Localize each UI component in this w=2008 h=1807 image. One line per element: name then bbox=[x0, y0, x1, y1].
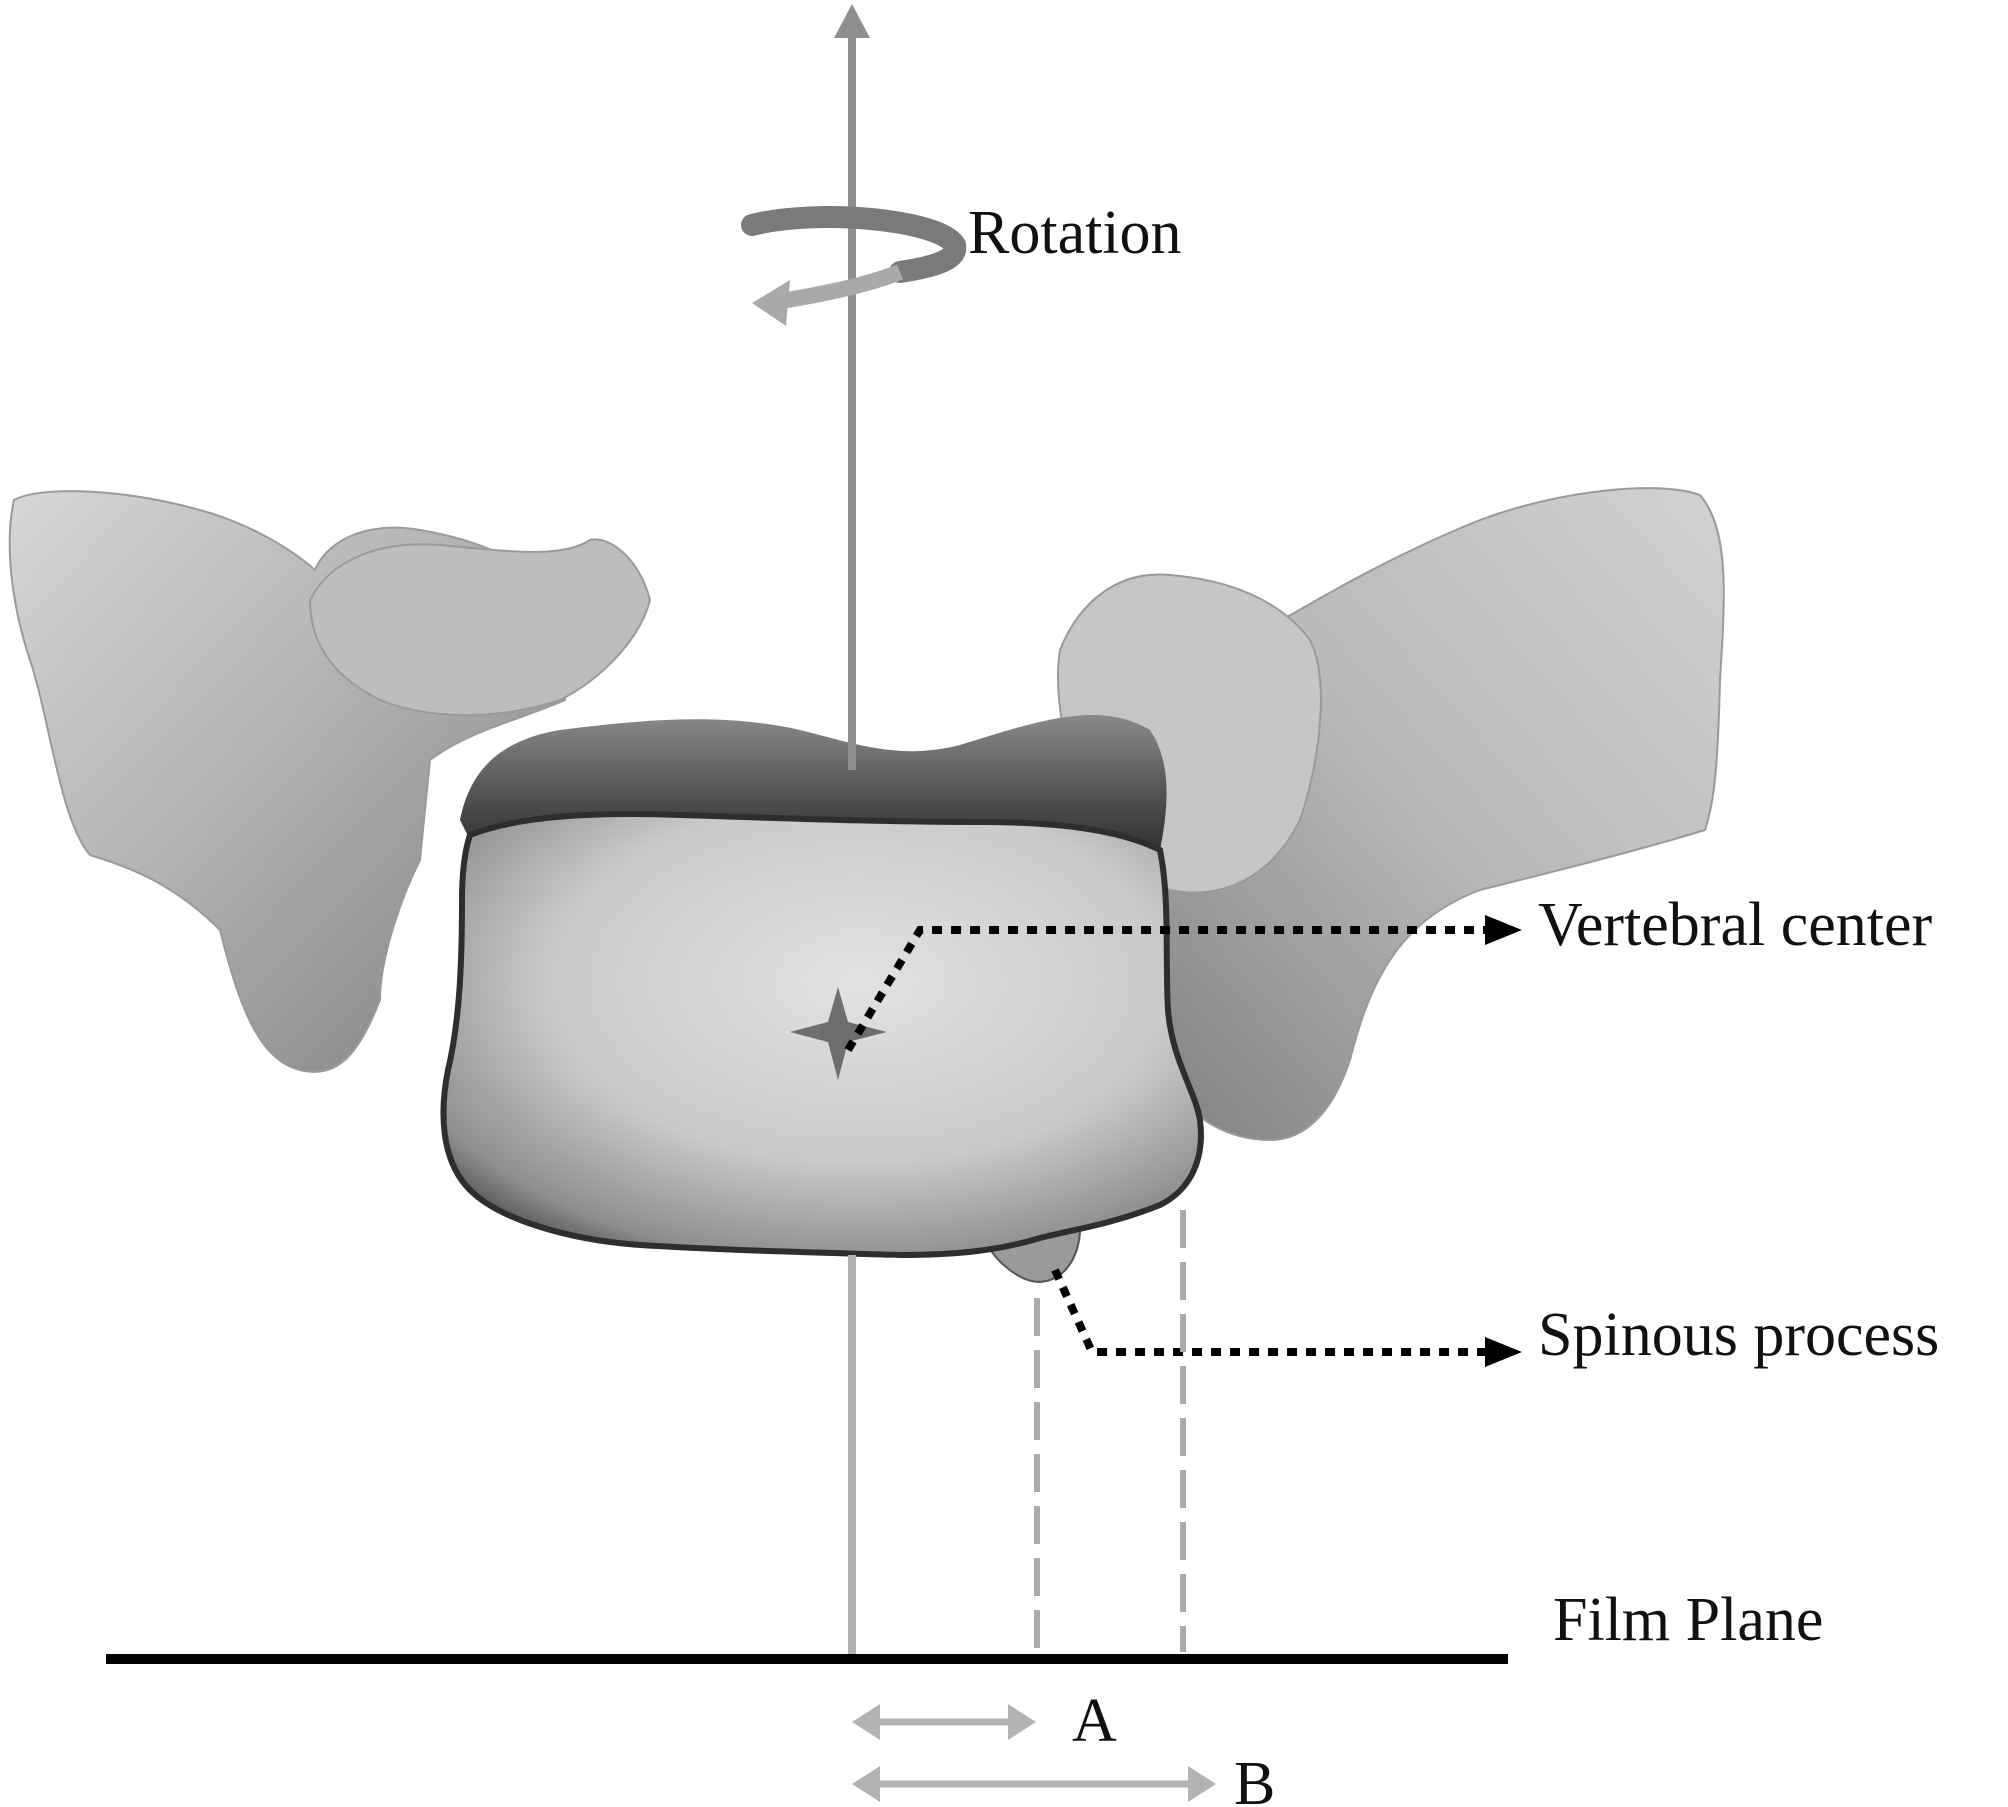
rotation-label: Rotation bbox=[968, 199, 1182, 267]
vertebral-center-star-icon bbox=[790, 987, 887, 1080]
rotation-axis-arrowhead bbox=[834, 4, 870, 38]
dimension-b-label: B bbox=[1234, 1750, 1275, 1807]
film-plane-label: Film Plane bbox=[1553, 1586, 1823, 1654]
vertebra-illustration bbox=[8, 487, 1725, 1284]
rotation-arrow-icon bbox=[741, 206, 967, 326]
left-articular-process bbox=[308, 538, 652, 716]
vertebral-center-label: Vertebral center bbox=[1538, 891, 1932, 959]
spinous-process-leader bbox=[1051, 1268, 1505, 1356]
spinous-process-arrowhead bbox=[1485, 1337, 1522, 1367]
dimension-a-arrow bbox=[852, 1704, 1036, 1740]
dimension-a-label: A bbox=[1072, 1687, 1117, 1755]
spinous-process-label: Spinous process bbox=[1538, 1301, 1939, 1369]
vertebral-center-arrowhead bbox=[1485, 915, 1522, 945]
dimension-b-arrow bbox=[852, 1766, 1216, 1802]
vertebral-center-leader bbox=[844, 926, 1505, 1053]
